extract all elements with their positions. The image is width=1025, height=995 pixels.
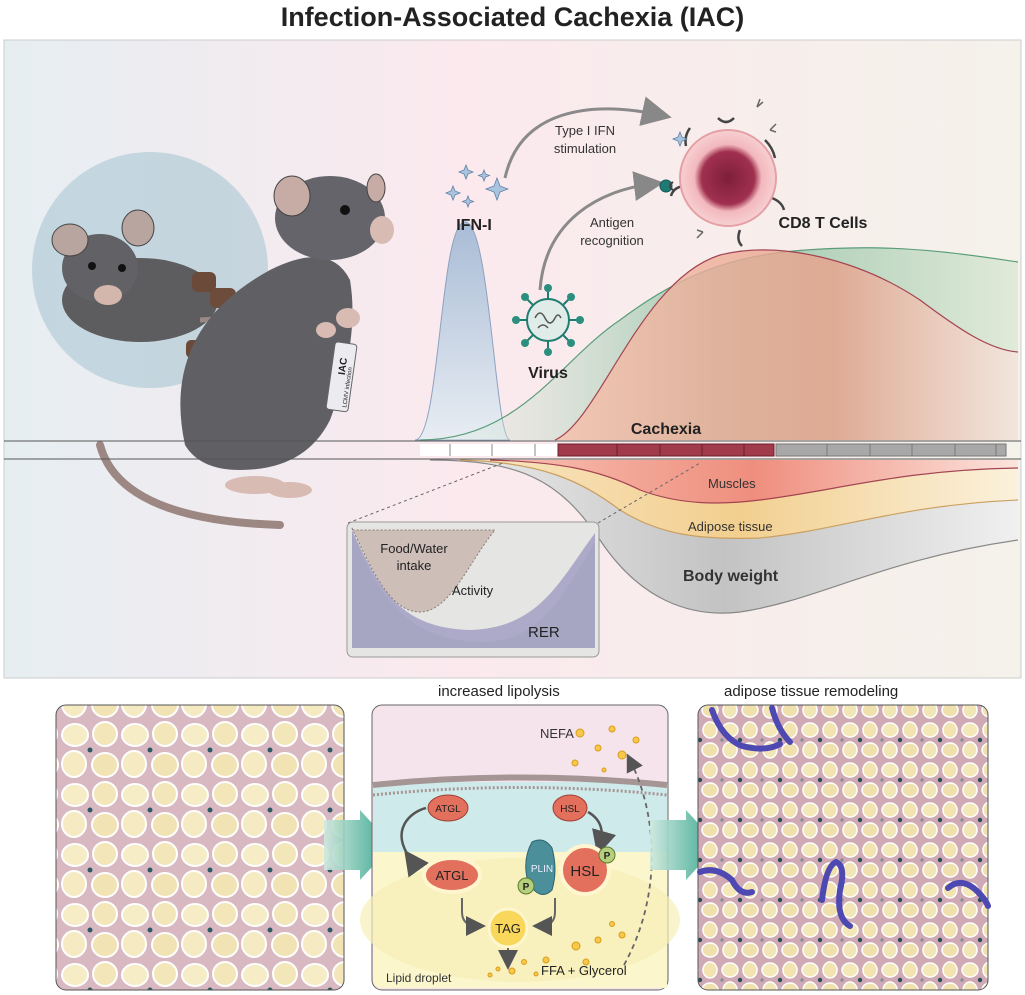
hsl-phospho: [598, 846, 616, 864]
ifn-label: IFN-I: [456, 217, 492, 234]
ifn-sparkles: [444, 163, 510, 209]
nefa-label: NEFA: [540, 726, 574, 741]
ifn-stimulation-arrow: [503, 96, 672, 179]
body-weight-label: Body weight: [683, 568, 779, 585]
post-cachexia-bar: [775, 443, 1007, 457]
atgl-cytosolic: [427, 794, 469, 822]
food-water-label-2: intake: [397, 558, 432, 573]
remodeled-adipose-tissue: [697, 704, 989, 991]
ffa-label: FFA + Glycerol: [541, 963, 627, 978]
activity-label: Activity: [452, 583, 494, 598]
antigen-recognition-arrow: [538, 171, 664, 291]
hsl-cytosolic-label: HSL: [560, 804, 580, 815]
ifn-curve: [414, 221, 511, 441]
activity-curve: [352, 530, 595, 648]
hsl-bound-label: HSL: [570, 863, 599, 880]
hsl-cytosolic: [552, 794, 588, 822]
tag-sub: LCMV infection: [342, 367, 354, 408]
antigen-recognition-label-1: Antigen: [590, 215, 634, 230]
virus-label: Virus: [528, 365, 568, 382]
middle-panel-title: increased lipolysis: [438, 683, 560, 700]
atgl-bound: [422, 856, 482, 894]
plin-protein: [525, 839, 556, 895]
nefa-droplets: [571, 725, 640, 773]
plin-label: PLIN: [531, 864, 553, 875]
ifn-stimulation-label-2: stimulation: [554, 141, 616, 156]
timeline: [420, 443, 1007, 457]
atgl-bound-label: ATGL: [436, 868, 469, 883]
cachexia-label: Cachexia: [631, 421, 701, 438]
lipid-droplet-label: Lipid droplet: [386, 971, 452, 985]
rer-label: RER: [528, 624, 560, 641]
ffa-droplets: [487, 921, 626, 978]
plin-phospho: [517, 877, 535, 895]
plin-phospho-label: P: [523, 882, 530, 893]
ear-tag: IAC LCMV infection: [325, 341, 358, 413]
cd8-label: CD8 T Cells: [779, 215, 868, 232]
right-panel-title: adipose tissue remodeling: [724, 683, 899, 700]
atgl-cytosolic-label: ATGL: [435, 804, 461, 815]
hsl-phospho-label: P: [604, 851, 611, 862]
cachexia-bar: [557, 443, 775, 457]
food-water-curve: [351, 527, 497, 613]
figure-title: Infection-Associated Cachexia (IAC): [280, 2, 745, 32]
tag-label: TAG: [495, 921, 521, 936]
cachexia-curve: [555, 250, 1018, 440]
tag-title: IAC: [337, 357, 350, 376]
ifn-stimulation-label-1: Type I IFN: [555, 123, 615, 138]
muscles-area: [490, 460, 1018, 503]
antigen-recognition-label-2: recognition: [580, 233, 644, 248]
food-water-label-1: Food/Water: [380, 541, 448, 556]
eating-mouse: [51, 209, 271, 358]
blood-vessels: [697, 705, 991, 929]
cd8-t-cell-icon: [659, 98, 786, 247]
hsl-bound: [559, 844, 611, 896]
tag-molecule: [487, 907, 529, 949]
adipose-label: Adipose tissue: [688, 519, 773, 534]
muscles-label: Muscles: [708, 476, 756, 491]
healthy-adipose-tissue: [55, 704, 345, 991]
standing-mouse: [96, 173, 394, 529]
virus-icon: [512, 284, 584, 356]
